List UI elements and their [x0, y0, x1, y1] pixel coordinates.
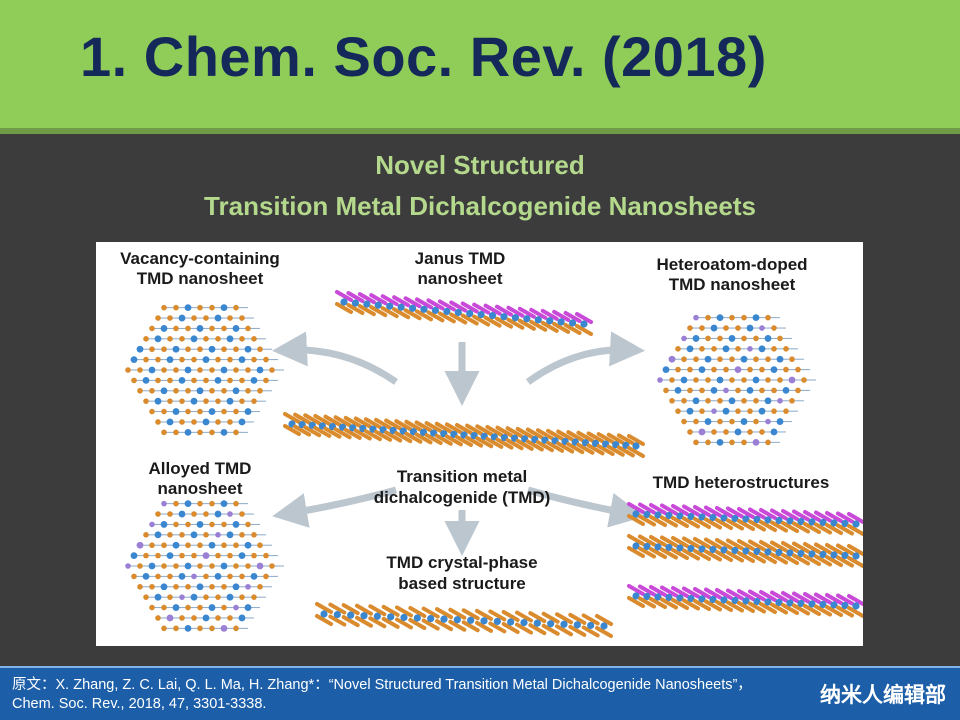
heterostructure-layer-2: [627, 534, 863, 568]
banner-divider: [0, 128, 960, 134]
tmd-schematic-svg: Vacancy-containing TMD nanosheet Janus T…: [120, 249, 863, 638]
transformation-arrows: [272, 331, 645, 556]
citation-text: 原文：X. Zhang, Z. C. Lai, Q. L. Ma, H. Zha…: [12, 677, 752, 712]
citation-footer: 原文：X. Zhang, Z. C. Lai, Q. L. Ma, H. Zha…: [0, 666, 960, 720]
brand-name: 纳米人编辑部: [820, 684, 946, 707]
tmd-center-ribbon: [283, 412, 645, 458]
label-heterostructures: TMD heterostructures: [653, 473, 830, 492]
label-alloyed-2: nanosheet: [157, 479, 242, 498]
alloyed-lattice: [125, 500, 284, 632]
label-tmd-center-1: Transition metal: [397, 467, 527, 486]
subtitle-line-1: Novel Structured: [375, 150, 585, 180]
arrow-to-heterostructures: [527, 486, 645, 528]
label-vacancy-2: TMD nanosheet: [137, 269, 264, 288]
label-alloyed-1: Alloyed TMD: [149, 459, 252, 478]
slide-title: 1. Chem. Soc. Rev. (2018): [80, 25, 767, 88]
vacancy-lattice: [125, 304, 284, 436]
heterostructure-layer-3: [627, 584, 863, 618]
label-heteroatom-doped-1: Heteroatom-doped: [656, 255, 807, 274]
ribbon-illustrations: [283, 290, 863, 638]
label-tmd-center-2: dichalcogenide (TMD): [374, 488, 551, 507]
arrow-to-vacancy: [272, 331, 399, 385]
crystal-phase-ribbon: [315, 602, 613, 638]
tmd-schematic-figure: Vacancy-containing TMD nanosheet Janus T…: [96, 242, 863, 646]
label-janus-1: Janus TMD: [415, 249, 506, 268]
label-vacancy-1: Vacancy-containing: [120, 249, 280, 268]
arrow-to-alloyed: [272, 486, 397, 528]
subtitle-line-2: Transition Metal Dichalcogenide Nanoshee…: [204, 191, 756, 221]
arrow-to-heteroatom-doped: [525, 331, 645, 385]
label-crystal-phase-2: based structure: [398, 574, 526, 593]
heteroatom-doped-lattice: [657, 314, 816, 446]
heterostructure-layer-1: [627, 502, 863, 536]
label-janus-2: nanosheet: [417, 269, 502, 288]
label-crystal-phase-1: TMD crystal-phase: [386, 553, 537, 572]
label-heteroatom-doped-2: TMD nanosheet: [669, 275, 796, 294]
title-banner: 1. Chem. Soc. Rev. (2018): [0, 0, 960, 128]
janus-ribbon: [335, 290, 593, 336]
lattice-illustrations: [125, 304, 816, 632]
